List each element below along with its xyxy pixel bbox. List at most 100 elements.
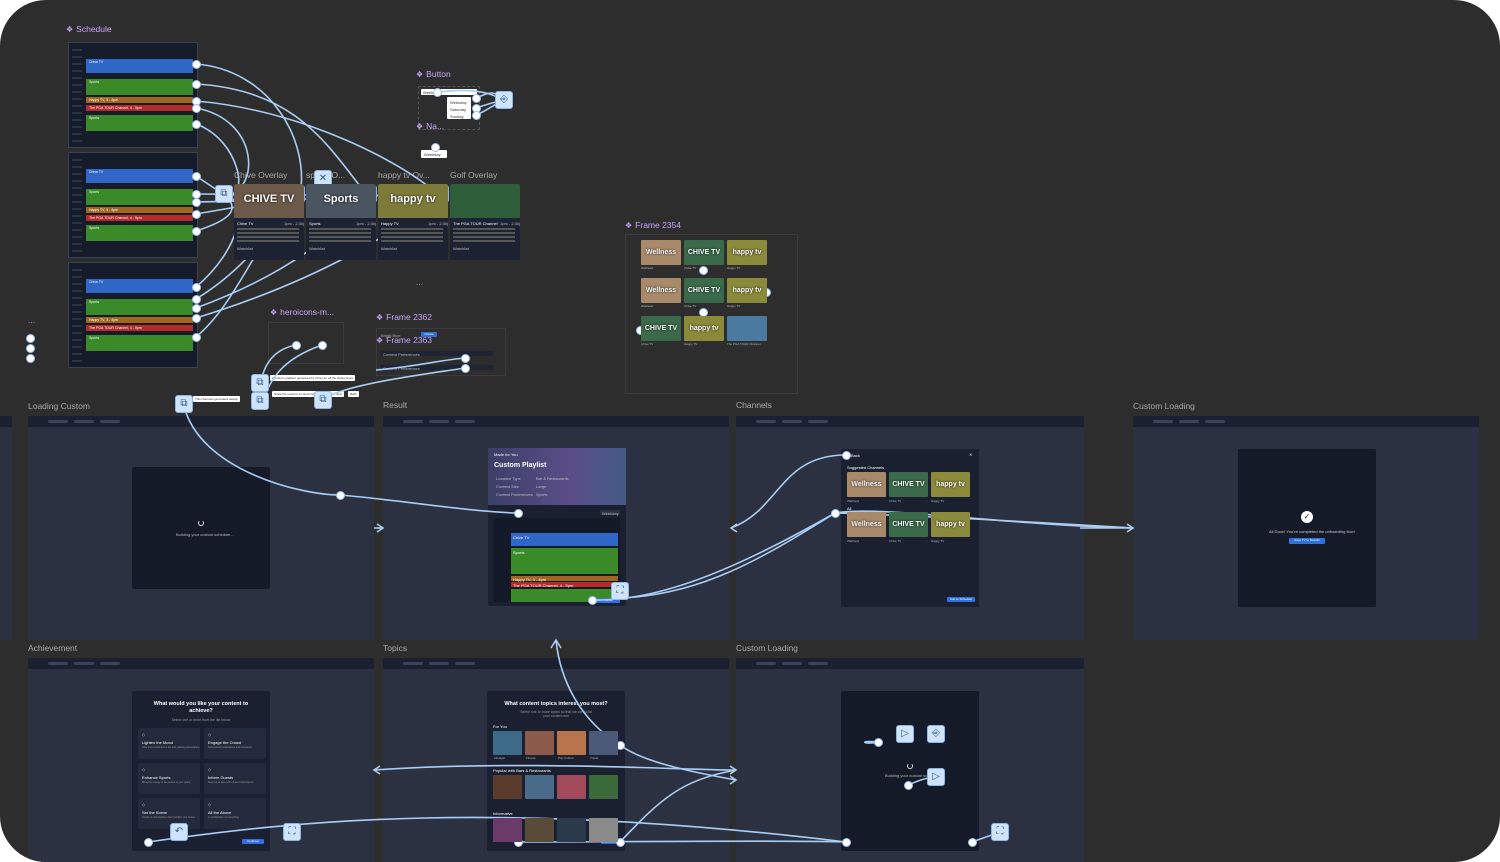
connection-handle[interactable] — [471, 93, 481, 103]
connection-handle[interactable] — [25, 343, 35, 353]
interaction-trigger-icon[interactable]: ⧉ — [175, 395, 193, 413]
connection-handle[interactable] — [830, 508, 840, 518]
channel-tile[interactable]: CHIVE TV — [684, 278, 724, 303]
connection-handle[interactable] — [191, 79, 201, 89]
schedule-slot[interactable]: Chive TV — [86, 279, 193, 293]
artboard-custom-loading-bottom[interactable]: Building your custom schedule... — [736, 658, 1084, 862]
connection-handle[interactable] — [191, 226, 201, 236]
schedule-slot[interactable]: Chive TV — [86, 169, 193, 183]
schedule-slot[interactable]: Happy TV, 3 - 4pm — [86, 97, 193, 103]
connection-handle[interactable] — [191, 294, 201, 304]
channel-tile[interactable]: CHIVE TV — [684, 240, 724, 265]
connection-handle[interactable] — [903, 780, 913, 790]
schedule-slot[interactable]: The PGA TOUR Channel, 4 - 5pm — [86, 325, 193, 331]
topic-tile[interactable] — [589, 775, 618, 799]
schedule-slot[interactable]: Sports — [86, 189, 193, 205]
schedule-slot[interactable]: The PGA TOUR Channel, 4 - 5pm — [86, 105, 193, 111]
topic-tile[interactable] — [557, 818, 586, 842]
overlay-watchlist[interactable]: Watchlist — [453, 246, 470, 251]
channel-tile[interactable]: happy tv — [727, 278, 767, 303]
channel-option-tile[interactable]: CHIVE TV — [889, 472, 928, 497]
channel-option-tile[interactable]: happy tv — [931, 512, 970, 537]
back-link[interactable]: Back — [851, 453, 860, 458]
slot-happy[interactable]: Happy TV, 3 - 4pm — [511, 576, 618, 582]
slot-sports[interactable]: Sports — [511, 548, 618, 574]
slot-pga[interactable]: The PGA TOUR Channel, 4 - 5pm — [511, 582, 618, 588]
connection-handle[interactable] — [335, 490, 345, 500]
frame-label-schedule[interactable]: Schedule — [66, 24, 111, 34]
frame-label-button[interactable]: Button — [416, 69, 451, 79]
connection-handle[interactable] — [841, 837, 851, 847]
connection-handle[interactable] — [432, 87, 442, 97]
channel-tile[interactable]: happy tv — [727, 240, 767, 265]
frame-label-2362[interactable]: Frame 2362 — [376, 312, 432, 322]
connection-handle[interactable] — [698, 265, 708, 275]
day-tab[interactable]: Weekday — [600, 510, 620, 516]
channel-tile[interactable] — [727, 316, 767, 341]
interaction-trigger-icon[interactable]: ↶ — [170, 823, 188, 841]
connection-handle[interactable] — [967, 837, 977, 847]
interaction-trigger-icon[interactable]: ⎆ — [927, 725, 945, 743]
frame-label-golf-overlay[interactable]: Golf Overlay — [450, 170, 498, 180]
interaction-trigger-icon[interactable]: ⧉ — [215, 185, 233, 203]
connection-handle[interactable] — [191, 282, 201, 292]
connection-handle[interactable] — [615, 837, 625, 847]
topic-tile[interactable] — [493, 775, 522, 799]
day-select-field[interactable]: Weekday — [421, 89, 477, 95]
connection-handle[interactable] — [191, 171, 201, 181]
frame-label-achievement[interactable]: Achievement — [28, 643, 78, 653]
schedule-slot[interactable]: Sports — [86, 299, 193, 315]
pref-row-2[interactable]: Content Preferences — [381, 365, 493, 371]
schedule-slot[interactable]: Happy TV, 3 - 4pm — [86, 207, 193, 213]
channel-option-tile[interactable]: Wellness — [847, 512, 886, 537]
connection-handle[interactable] — [191, 313, 201, 323]
frame-label-happy-overlay[interactable]: happy tv Ov... — [378, 170, 430, 180]
topic-tile[interactable] — [589, 818, 618, 842]
overlay-watchlist[interactable]: Watchlist — [237, 246, 254, 251]
interaction-trigger-icon[interactable]: ⛶ — [991, 823, 1009, 841]
schedule-slot[interactable]: Sports — [86, 79, 193, 95]
channel-tile[interactable]: Wellness — [641, 240, 681, 265]
frame-label-chive-overlay[interactable]: Chive Overlay — [234, 170, 288, 180]
connection-handle[interactable] — [191, 209, 201, 219]
topic-tile[interactable] — [525, 731, 554, 755]
overlay-watchlist[interactable]: Watchlist — [381, 246, 398, 251]
interaction-trigger-icon[interactable]: ⛶ — [283, 823, 301, 841]
channel-tile[interactable]: happy tv — [684, 316, 724, 341]
connection-handle[interactable] — [430, 142, 440, 152]
channel-option-tile[interactable]: CHIVE TV — [889, 512, 928, 537]
connection-handle[interactable] — [191, 197, 201, 207]
channel-tile[interactable]: Wellness — [641, 278, 681, 303]
channel-option-tile[interactable]: Wellness — [847, 472, 886, 497]
option-sunday[interactable]: Sunday — [450, 114, 464, 119]
frame-label-custom-loading-top[interactable]: Custom Loading — [1133, 401, 1195, 411]
option-weekday[interactable]: Weekday — [450, 100, 467, 105]
channel-option-tile[interactable]: happy tv — [931, 472, 970, 497]
interaction-trigger-icon[interactable]: ▷ — [896, 725, 914, 743]
add-schedule-button[interactable]: Add to Schedule — [947, 597, 975, 602]
option-saturday[interactable]: Saturday — [450, 107, 467, 112]
frame-label-2363[interactable]: Frame 2363 — [376, 335, 432, 345]
pref-row-1[interactable]: Content Preferences — [381, 351, 493, 357]
chip-next[interactable]: Next — [334, 391, 345, 397]
connection-handle[interactable] — [143, 837, 153, 847]
connection-handle[interactable] — [191, 119, 201, 129]
frame-label-custom-loading-bottom[interactable]: Custom Loading — [736, 643, 798, 653]
slot-chive[interactable]: Chive TV — [511, 533, 618, 546]
interaction-trigger-icon[interactable]: ▷ — [927, 768, 945, 786]
artboard-custom-loading-done[interactable]: ✓ All Done! You've completed the onboard… — [1133, 416, 1479, 640]
topic-tile[interactable] — [525, 775, 554, 799]
topic-tile[interactable] — [493, 818, 522, 842]
connection-handle[interactable] — [191, 59, 201, 69]
artboard-loading-custom[interactable]: Building your custom schedule... — [28, 416, 374, 640]
